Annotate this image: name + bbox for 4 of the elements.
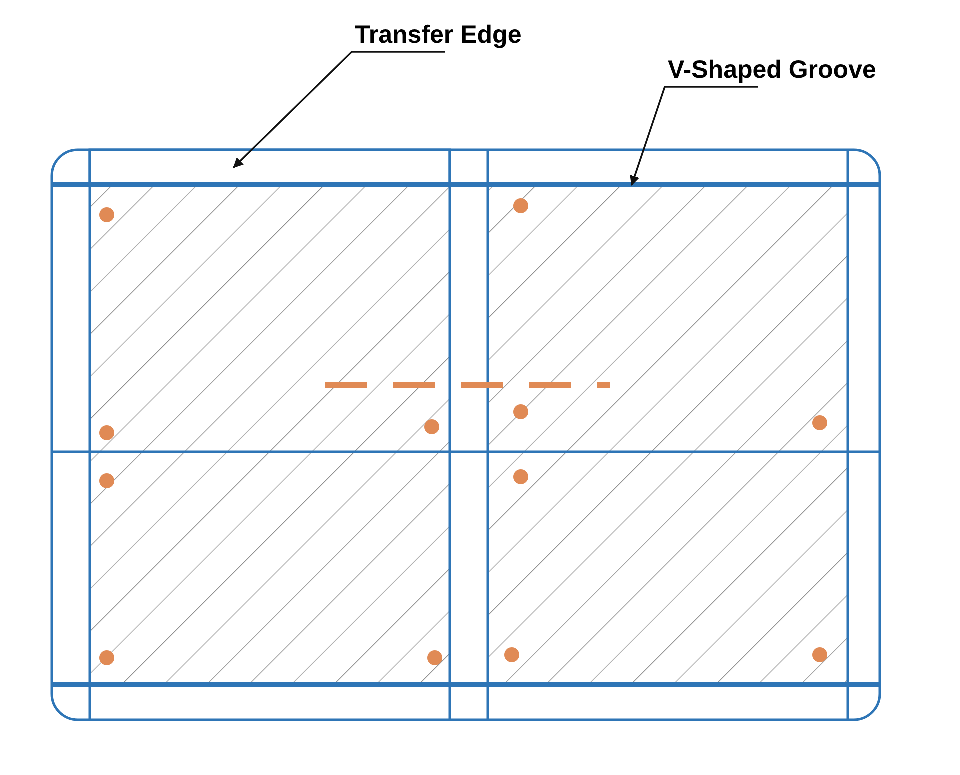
callout-label: Transfer Edge [355,20,522,50]
callout-label: V-Shaped Groove [668,55,876,85]
leader-line [233,51,445,168]
leader-line [630,86,758,186]
